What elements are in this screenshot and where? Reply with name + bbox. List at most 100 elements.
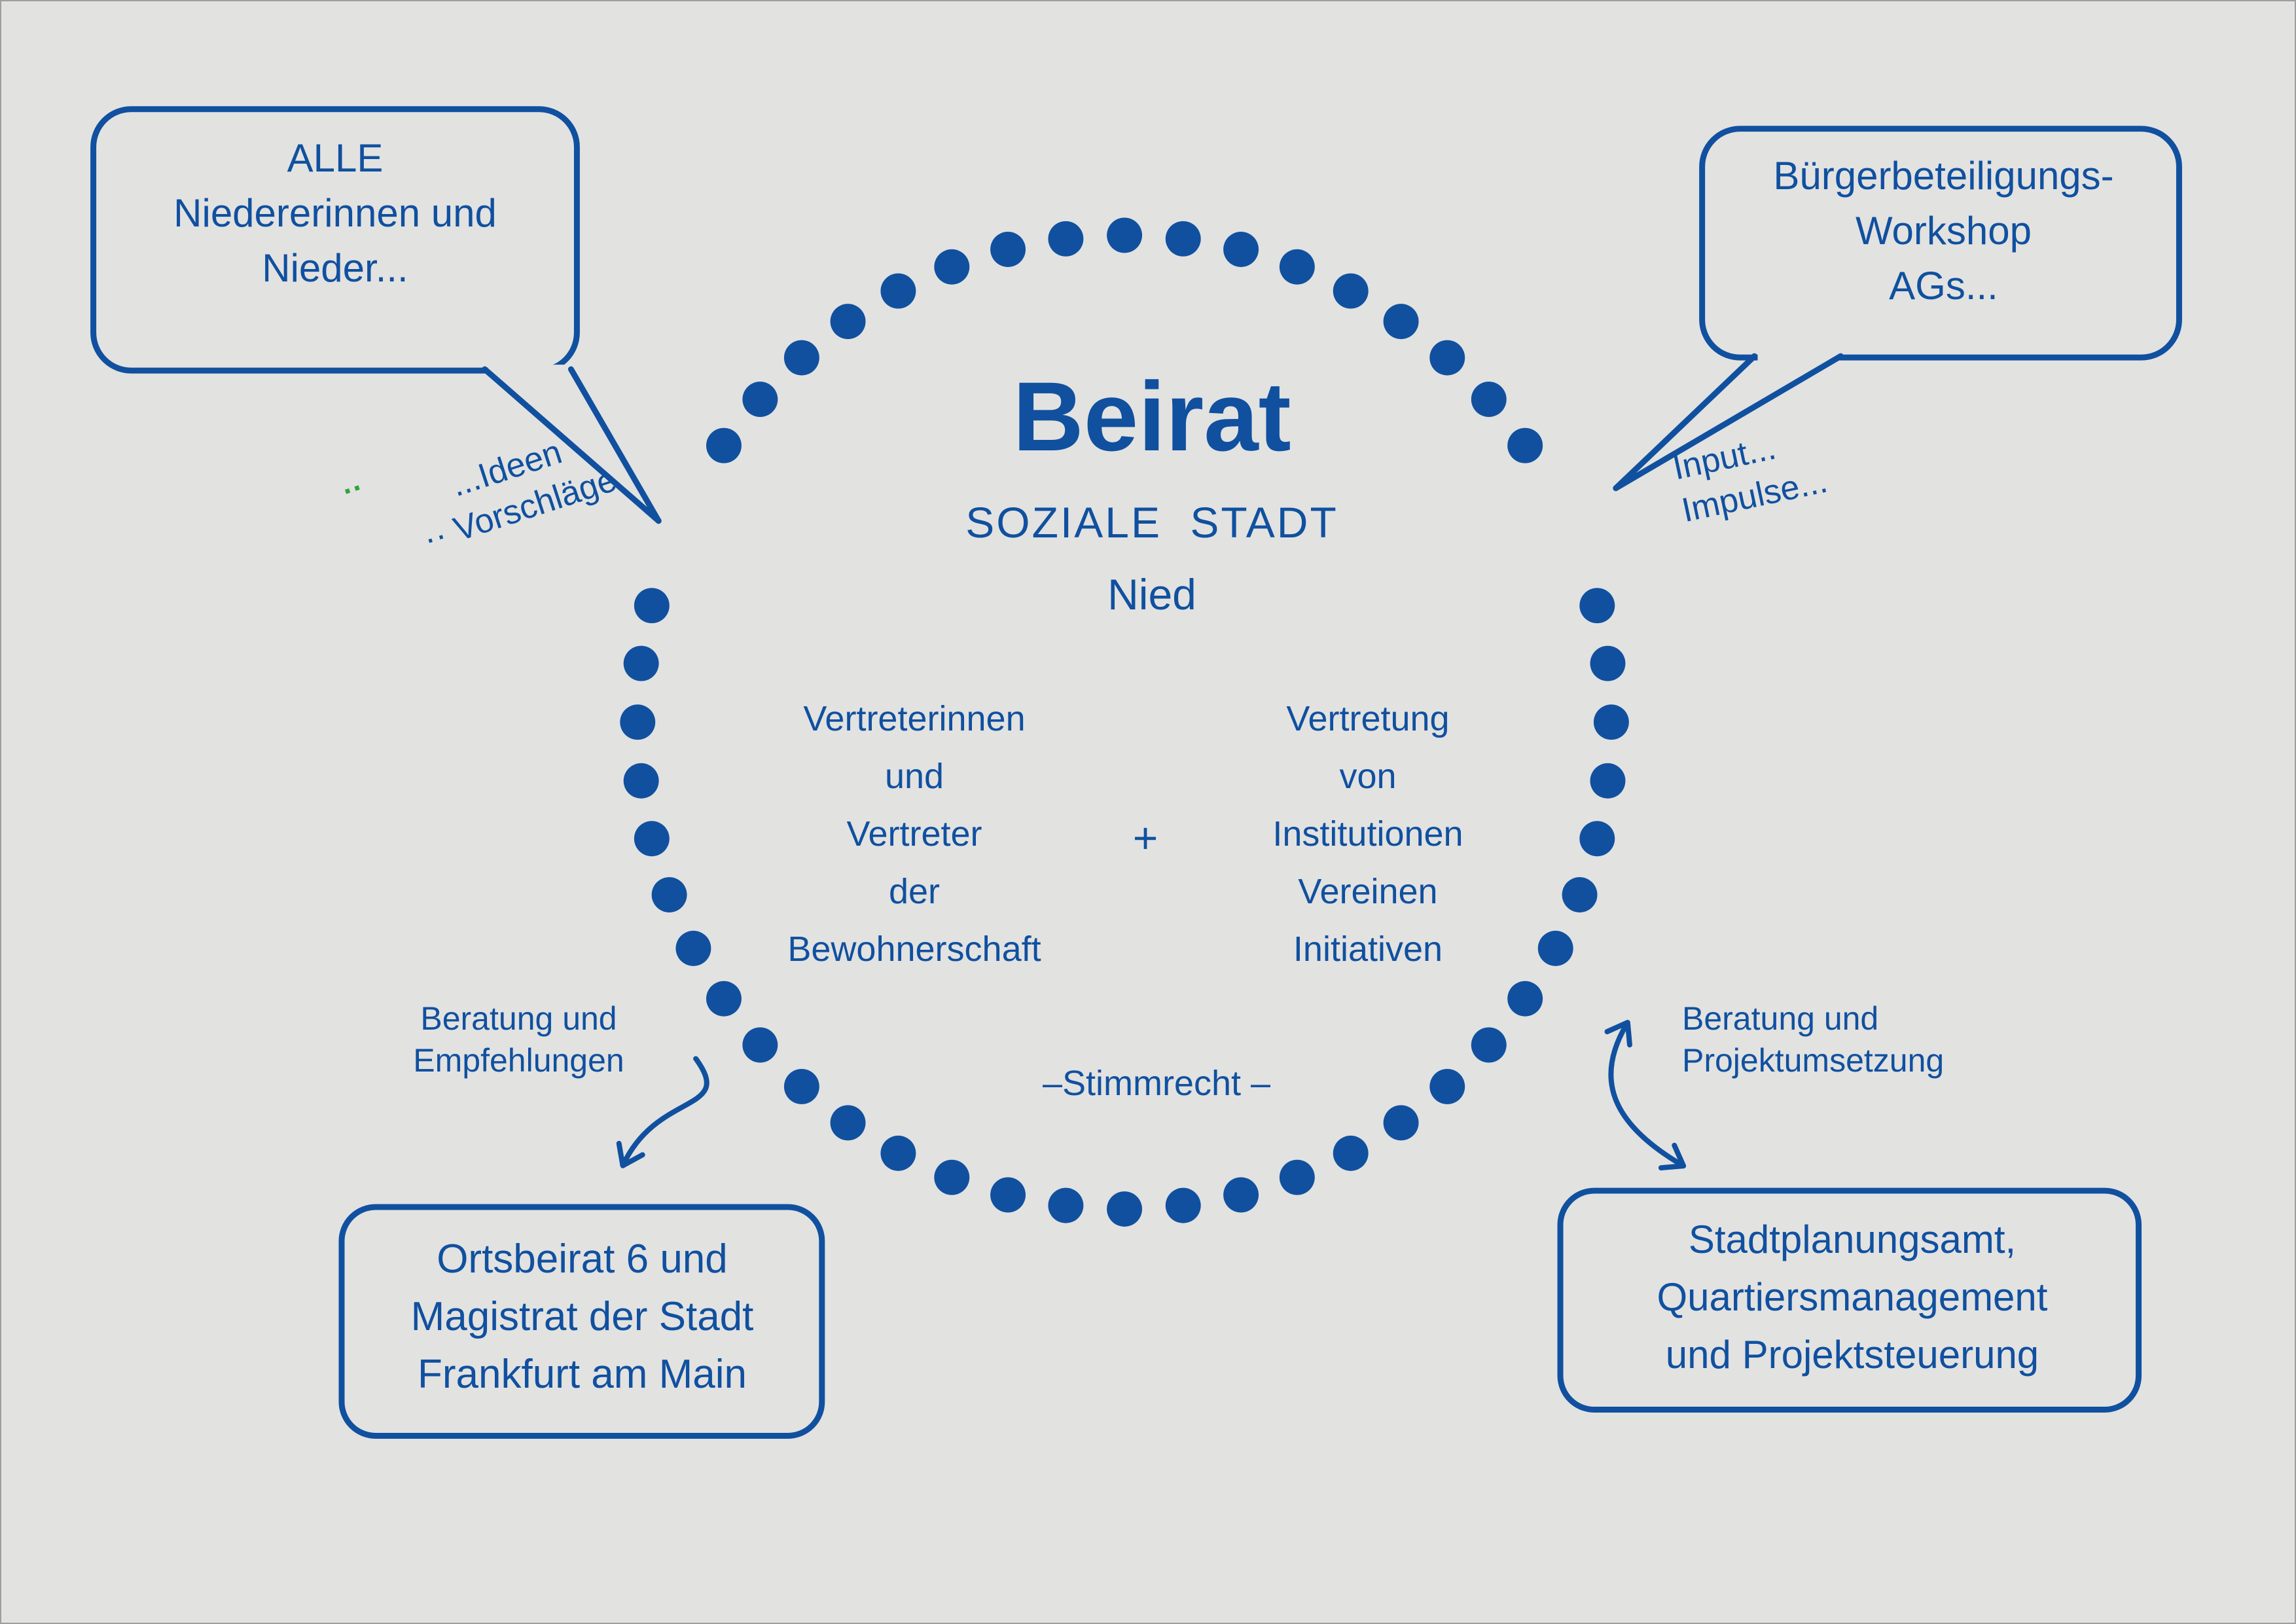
bubble-tail-edge [567,366,662,524]
arrow-stadtplanungsamt [1604,1020,1687,1171]
plus-sign: + [1132,814,1158,862]
speech-bubble-top-left [90,106,580,374]
circle-dot [1471,1027,1507,1063]
circle-dot [990,1177,1026,1213]
bubble-tail-edge [482,366,662,524]
circle-dot [1383,304,1419,340]
box-line: Frankfurt am Main [417,1352,747,1397]
circle-dot [830,1105,866,1141]
circle-dot [1507,427,1543,463]
box-line: Ortsbeirat 6 und [437,1236,728,1282]
right-column-institutionen: Vertretung von Institutionen Vereinen In… [1224,690,1512,978]
column-line: der [888,872,941,911]
bubble-tail-edge [1613,353,1757,492]
circle-dot [1429,340,1465,376]
center-subtitle-soziale-stadt: SOZIALE STADT [965,498,1338,547]
annotation-line: Beratung und [420,1000,617,1037]
box-line: Magistrat der Stadt [410,1294,754,1339]
annotation-line: Beratung und [1682,1000,1879,1037]
speech-bubble-top-left-text: ALLE Niedererinnen und Nieder... [109,131,561,296]
column-line: Vertreter [846,814,982,854]
stimmrecht-label: –Stimmrecht – [1042,1064,1271,1103]
bubble-line: Workshop [1855,209,2032,253]
box-line: Stadtplanungsamt, [1688,1218,2017,1261]
circle-dot [634,588,670,624]
circle-dot [1590,645,1626,681]
annotation-line: Empfehlungen [413,1042,624,1079]
annotation-line: Projektumsetzung [1682,1042,1945,1079]
bubble-line: AGs... [1889,264,1998,308]
bubble-line: ALLE [287,136,384,180]
circle-dot [634,821,670,857]
circle-dot [1429,1068,1465,1104]
circle-dot [1471,382,1507,417]
circle-dot [830,304,866,340]
speech-bubble-top-right [1699,126,2182,361]
column-line: Vereinen [1298,872,1438,911]
box-line: und Projektsteuerung [1665,1333,2039,1377]
center-title: Beirat [1013,361,1291,471]
circle-dot [1279,249,1315,285]
bubble-tail-edge [1613,353,1844,492]
circle-dot [1333,1135,1369,1171]
circle-dot [783,1068,819,1104]
circle-dot [880,1135,916,1171]
left-column-bewohnerschaft: Vertreterinnen und Vertreter der Bewohne… [774,690,1055,978]
box-bottom-right-text: Stadtplanungsamt, Quartiersmanagement un… [1577,1211,2127,1384]
bubble-line: Niedererinnen und [173,191,497,235]
box-bottom-left-shape [338,1204,825,1439]
circle-dot [1593,704,1629,740]
beratung-projektumsetzung-label: Beratung und Projektumsetzung [1682,998,2022,1081]
box-bottom-right-shape [1557,1187,2142,1413]
beratung-empfehlungen-label: Beratung und Empfehlungen [393,998,645,1081]
circle-dot [1579,821,1615,857]
circle-dot [1333,273,1369,309]
circle-dot [783,340,819,376]
circle-dot [620,704,656,740]
bubble-tail-gap [488,365,569,378]
circle-dot [934,1159,970,1195]
circle-dot [880,273,916,309]
circle-dot [742,382,778,417]
circle-dot [1562,877,1598,912]
arrow-to-ortsbeirat [616,1056,709,1168]
circle-dot [1223,1177,1259,1213]
circle-dot [934,249,970,285]
circle-dot [706,427,742,463]
circle-dot [1107,1191,1143,1227]
circle-dot [1537,930,1573,966]
circle-dot [675,930,711,966]
column-line: von [1339,757,1397,796]
circle-dot [1579,588,1615,624]
column-line: Vertreterinnen [803,699,1026,738]
center-subtitle-nied: Nied [1107,570,1196,619]
circle-dot [1507,981,1543,1017]
circle-dot [1048,221,1084,257]
circle-dot [1165,221,1201,257]
circle-dot [1223,232,1259,267]
circle-dot [623,645,659,681]
column-line: Institutionen [1272,814,1463,854]
bubble-line: Nieder... [262,246,408,290]
column-line: und [884,757,944,796]
column-line: Bewohnerschaft [787,929,1041,969]
column-line: Initiativen [1293,929,1443,969]
bubble-tail-gap [1757,352,1839,365]
speech-bubble-top-right-text: Bürgerbeteiligungs- Workshop AGs... [1719,149,2168,314]
bubble-line: Bürgerbeteiligungs- [1773,154,2114,198]
circle-dot [1590,763,1626,799]
circle-dot [706,981,742,1017]
column-line: Vertretung [1286,699,1450,738]
circle-dot [742,1027,778,1063]
circle-dot [1165,1187,1201,1223]
circle-dot [1048,1187,1084,1223]
circle-dot [623,763,659,799]
box-line: Quartiersmanagement [1657,1275,2048,1319]
circle-dot [1107,217,1143,253]
dotted-circle [620,217,1629,1227]
circle-dot [651,877,687,912]
circle-dot [1383,1105,1419,1141]
circle-dot [1279,1159,1315,1195]
